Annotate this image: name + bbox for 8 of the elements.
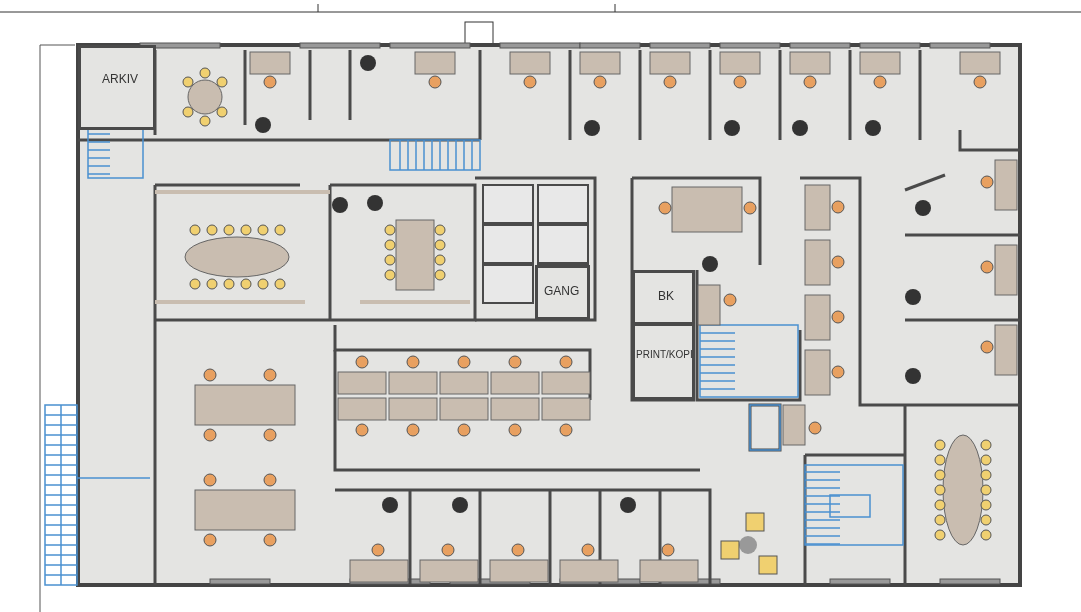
room: [535, 265, 590, 320]
room-label: PRINT/KOPI: [636, 349, 693, 360]
room: [632, 270, 695, 325]
room-label: ARKIV: [102, 72, 138, 86]
room: [78, 45, 156, 130]
room-label: GANG: [544, 284, 580, 298]
room-label: BK: [658, 289, 674, 303]
room: [632, 323, 695, 400]
